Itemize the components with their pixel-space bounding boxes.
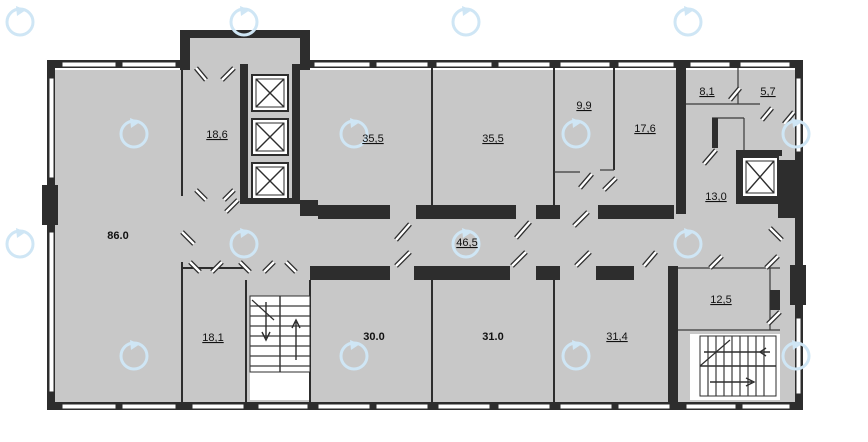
circular-arrow-icon	[561, 118, 591, 149]
room-labels: 86.0 18,6 35,5 35,5 9,9 17,6 8,1 5,7 13,…	[107, 86, 775, 344]
east-pillar	[790, 265, 806, 305]
room-area-label: 17,6	[634, 123, 655, 135]
circular-arrow-icon	[673, 228, 703, 259]
room-area-label: 31,4	[606, 331, 627, 343]
room-area-label: 86.0	[107, 230, 128, 242]
circular-arrow-icon	[5, 228, 35, 259]
circular-arrow-icon	[451, 228, 481, 259]
circular-arrow-icon	[561, 340, 591, 371]
room-area-label: 18,6	[206, 129, 227, 141]
west-pillar	[42, 185, 58, 225]
room-area-label: 9,9	[576, 100, 591, 112]
circular-arrow-icon	[229, 228, 259, 259]
windows-south	[61, 403, 791, 410]
stairs-right	[699, 335, 777, 397]
circular-arrow-icon	[781, 340, 811, 371]
interior-walls	[181, 64, 782, 402]
windows-north	[61, 61, 791, 68]
stairs-left	[249, 295, 311, 373]
elevators	[251, 74, 779, 200]
elevator-icon	[251, 118, 289, 156]
room-area-label: 18,1	[202, 332, 223, 344]
circular-arrow-icon	[5, 6, 35, 37]
circular-arrow-icon	[229, 6, 259, 37]
room-area-label: 31.0	[482, 331, 503, 343]
notch-west	[180, 30, 190, 70]
doors	[180, 66, 796, 326]
room-area-label: 35,5	[482, 133, 503, 145]
room-area-label: 12,5	[710, 294, 731, 306]
circular-arrow-icon	[339, 340, 369, 371]
elevator-icon	[251, 74, 289, 112]
watermarks	[5, 6, 811, 371]
room-area-label: 5,7	[760, 86, 775, 98]
room-area-label: 35,5	[362, 133, 383, 145]
elevator-icon	[251, 162, 289, 200]
circular-arrow-icon	[673, 6, 703, 37]
room-area-label: 13,0	[705, 191, 726, 203]
windows-side	[48, 77, 802, 395]
room-area-label: 30.0	[363, 331, 384, 343]
circular-arrow-icon	[781, 118, 811, 149]
room-area-label: 46,5	[456, 237, 477, 249]
east-block	[778, 160, 802, 218]
circular-arrow-icon	[119, 340, 149, 371]
circular-arrow-icon	[451, 6, 481, 37]
circular-arrow-icon	[339, 118, 369, 149]
wall-east	[795, 60, 803, 410]
room-area-label: 8,1	[699, 86, 714, 98]
elevator-icon	[741, 156, 779, 198]
circular-arrow-icon	[119, 118, 149, 149]
notch-east	[300, 30, 310, 70]
